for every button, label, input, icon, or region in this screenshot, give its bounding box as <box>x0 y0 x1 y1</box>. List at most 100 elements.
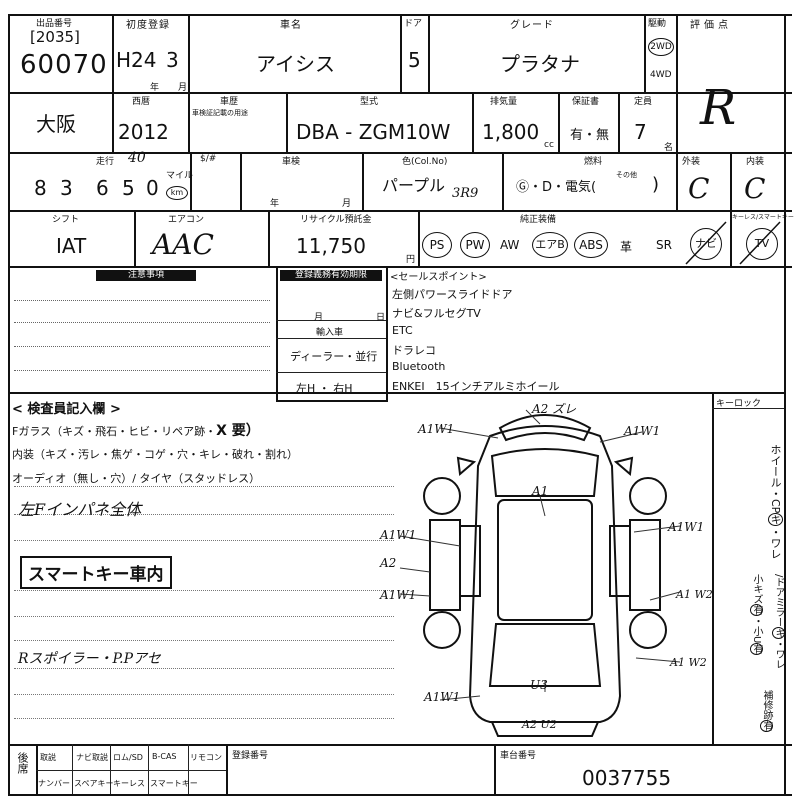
aircon-label: エアコン <box>168 215 205 225</box>
fuel-other: その他 <box>616 171 637 179</box>
chassis-number: 0037755 <box>582 766 672 790</box>
fuel-close: ) <box>652 174 660 195</box>
dmg-left-rear: A1W1 <box>380 588 417 602</box>
keylock-label: キーロック <box>716 399 762 409</box>
interior-line: 内装（キズ・汚レ・焦ゲ・コゲ・穴・キレ・破れ・割れ） <box>12 448 298 461</box>
equip-pw: PW <box>460 232 490 258</box>
side-text-1: ホイール・CP <box>769 444 782 514</box>
side-text-6: 有 <box>750 643 763 656</box>
handle-side: 左H ・ 右H <box>296 382 353 395</box>
model: DBA - ZGM10W <box>296 120 451 144</box>
car-name-label: 車名 <box>280 20 302 31</box>
fuel: Ⓖ・D・電気( <box>516 180 597 195</box>
hand-note-1: 左Fインパネ全体 <box>18 500 142 519</box>
drive-4wd: 4WD <box>650 70 672 80</box>
sales-point-3: ETC <box>392 324 413 337</box>
shaken-label: 車検 <box>282 157 301 167</box>
side-text-5: 小U <box>751 626 762 644</box>
equip-aw: AW <box>500 238 520 252</box>
warranty: 有・無 <box>570 128 610 143</box>
footer-equip2-1: ナンバー <box>38 779 70 788</box>
month-unit: 月 <box>178 83 188 93</box>
shift: IAT <box>56 234 87 258</box>
sales-point-5: Bluetooth <box>392 360 446 373</box>
first-reg-label: 初度登録 <box>126 20 170 31</box>
capacity-label: 定員 <box>634 97 653 107</box>
color-code: 3R9 <box>452 186 479 201</box>
footer-equip-4: B-CAS <box>152 752 177 761</box>
color: パープル <box>382 176 446 195</box>
sales-point-1: 左側パワースライドドア <box>392 288 513 301</box>
displacement: 1,800 <box>482 120 540 144</box>
lot-box: [2035] <box>30 28 80 46</box>
dmg-right-rear-w2: A1 W2 <box>676 588 713 601</box>
chassis-label: 車台番号 <box>500 751 537 761</box>
dmg-roof: A1 <box>532 484 549 498</box>
side-text-11: 有 <box>760 720 773 732</box>
history-note: 車検証記載の用途 <box>192 109 248 117</box>
footer-equip2-2: スペアキー <box>74 779 114 788</box>
shaken-month: 月 <box>342 199 352 209</box>
equipment-label: 純正装備 <box>520 215 557 225</box>
reg-number-label: 登録番号 <box>232 751 269 761</box>
keylock-side-panel-3: /ドアミラーキ・ワレ <box>772 574 785 670</box>
footer-equip-3: ロム/SD <box>113 753 143 762</box>
recycle-label: リサイクル預託金 <box>300 215 372 225</box>
sales-point-6: ENKEI 15インチアルミホイール <box>392 380 560 393</box>
interior-grade: C <box>744 172 766 205</box>
s-label: $/# <box>200 154 217 164</box>
dmg-left-front: A1W1 <box>418 422 455 436</box>
first-reg-month: 3 <box>166 48 179 72</box>
doors: 5 <box>408 48 421 72</box>
aircon: AAC <box>152 228 214 261</box>
score: R <box>700 80 737 136</box>
equip-airbag: エアB <box>532 232 568 258</box>
cc-unit: cc <box>544 140 554 150</box>
model-label: 型式 <box>360 97 379 107</box>
mileage-handwritten: 40 <box>128 150 146 166</box>
reg-month: 月 <box>314 313 324 323</box>
door-label: ドア <box>404 19 423 29</box>
subtitle-label: 出品番号 <box>36 19 73 29</box>
mileage-digit-3: 6 <box>96 176 109 200</box>
side-text-7: ドアミラー <box>773 577 784 628</box>
exterior-label: 外装 <box>682 157 701 167</box>
smart-key-box: スマートキー車内 <box>20 556 172 589</box>
footer-equip-2: ナビ取説 <box>76 753 108 762</box>
rear-seat-label: 後席 <box>16 752 29 774</box>
dmg-left-door: A1W1 <box>380 528 417 542</box>
dmg-right-door: A1W1 <box>668 520 705 534</box>
footer-equip-1: 取説 <box>40 753 56 762</box>
glass-line: Fガラス（キズ・飛石・ヒビ・リペア跡・X 要） <box>12 420 260 440</box>
side-mark-1: キ <box>768 513 783 527</box>
sales-point-4: ドラレコ <box>392 344 436 357</box>
equip-leather: 革 <box>620 240 633 254</box>
shift-label: シフト <box>52 215 80 225</box>
grade: プラタナ <box>500 52 580 76</box>
recycle: 11,750 <box>296 234 366 258</box>
capacity-unit: 名 <box>664 143 674 153</box>
keylock-side-panel-4: 補修跡有 <box>752 690 773 732</box>
dmg-left-corner: A1W1 <box>424 690 461 704</box>
dmg-rear-bumper: A2 U2 <box>522 718 557 731</box>
footer-equip2-3: キーレス <box>113 779 145 788</box>
color-label: 色(Col.No) <box>402 157 448 167</box>
dmg-right-front: A1W1 <box>624 424 661 438</box>
year-label: 西暦 <box>132 97 151 107</box>
footer-equip-5: リモコン <box>190 753 222 762</box>
sales-point-2: ナビ&フルセグTV <box>392 307 481 320</box>
interior-label: 内装 <box>746 157 765 167</box>
hand-note-2: Rスポイラー・P.Pアセ <box>18 651 161 667</box>
drive-2wd: 2WD <box>648 38 674 56</box>
dmg-right-corner-w2: A1 W2 <box>670 656 707 669</box>
dmg-left-a2: A2 <box>380 556 397 570</box>
reg-day: 日 <box>376 313 386 323</box>
mileage-label: 走行 <box>96 157 115 167</box>
region: 大阪 <box>36 112 76 136</box>
equip-sr: SR <box>656 238 672 252</box>
mileage-digit-4: 5 <box>122 176 135 200</box>
side-text-4: 有 <box>750 604 763 616</box>
car-name: アイシス <box>256 52 335 76</box>
sales-label: <セールスポイント> <box>390 272 487 283</box>
side-text-2: ワレ <box>769 537 782 560</box>
